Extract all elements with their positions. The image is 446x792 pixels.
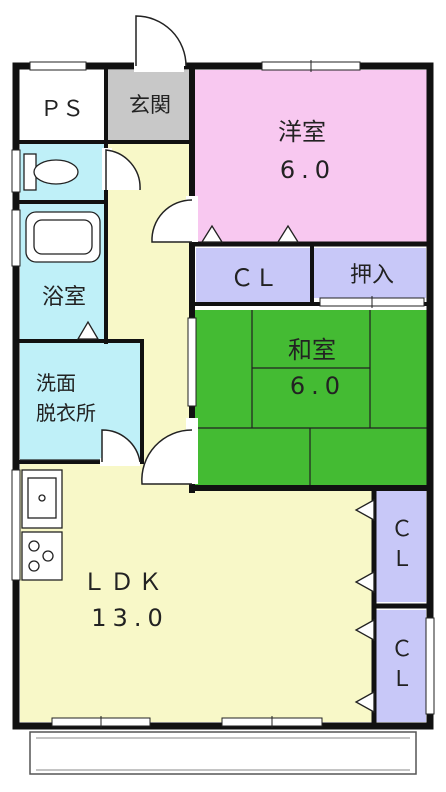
western-size: 6.0 <box>280 156 336 184</box>
door-western <box>151 196 198 243</box>
windows <box>11 60 435 728</box>
closet-right-2 <box>376 610 426 722</box>
tatami-lines <box>192 310 427 487</box>
ps-label: ＰＳ <box>40 97 84 122</box>
bath-label: 浴室 <box>42 285 86 310</box>
western-room <box>192 70 427 242</box>
door-washitsu <box>141 418 198 485</box>
toilet-icon <box>23 153 79 191</box>
closet-right-1 <box>376 490 426 602</box>
cl-top-label: ＣＬ <box>230 264 278 292</box>
door-washroom <box>100 429 141 466</box>
ldk-name: ＬＤＫ <box>82 568 166 596</box>
ps-room <box>20 70 104 140</box>
kitchen-sink-icon <box>21 469 63 529</box>
genkan-room <box>108 70 192 140</box>
washitsu-size: 6.0 <box>290 372 346 400</box>
bathtub-icon <box>25 211 101 263</box>
washitsu-name: 和室 <box>288 336 336 364</box>
cl-right-2-label-1: Ｃ <box>391 637 413 662</box>
balcony <box>29 731 417 775</box>
oshiire-room <box>314 248 426 298</box>
closet-door-marks <box>76 224 375 714</box>
door-toilet <box>102 148 141 191</box>
cl-right-1-label-2: Ｌ <box>391 547 413 572</box>
ldk-size: 13.0 <box>91 604 168 632</box>
stove-icon <box>21 531 63 581</box>
cl-right-2-label-2: Ｌ <box>391 667 413 692</box>
closet-top <box>196 248 310 302</box>
oshiire-label: 押入 <box>350 263 394 288</box>
senmen-label-1: 洗面 <box>36 371 76 395</box>
senmen-label-2: 脱衣所 <box>36 401 96 425</box>
sliding-door-washitsu <box>187 317 197 407</box>
cl-right-1-label-1: Ｃ <box>391 517 413 542</box>
western-name: 洋室 <box>278 118 326 146</box>
door-entrance <box>134 15 187 72</box>
genkan-label: 玄関 <box>129 93 171 117</box>
sliding-door-oshiire <box>319 296 425 308</box>
